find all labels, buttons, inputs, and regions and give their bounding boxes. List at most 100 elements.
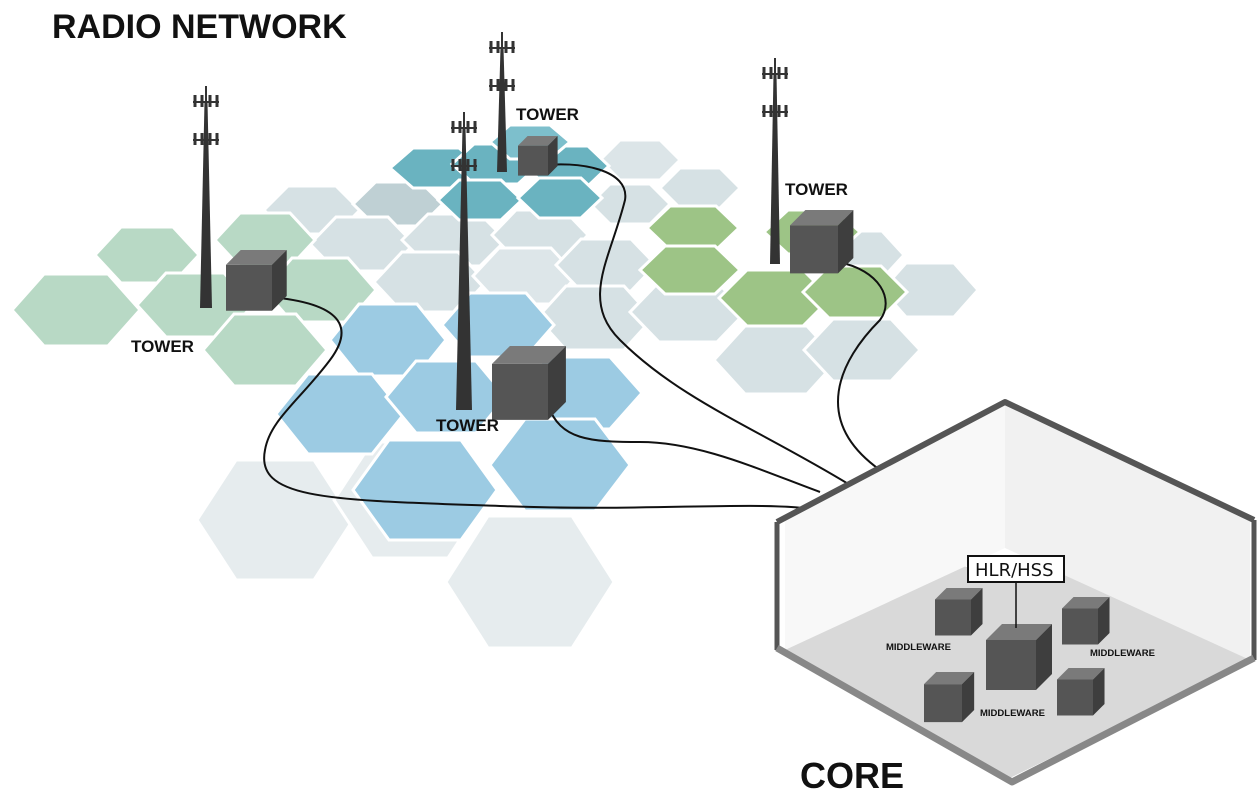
tower-label-center: TOWER — [436, 416, 499, 435]
hex-cell-28 — [637, 244, 743, 296]
tower-mast — [200, 102, 212, 308]
middleware-server-right-side — [1098, 597, 1110, 645]
hex-cell-19 — [879, 261, 981, 319]
cable-left — [255, 295, 821, 511]
equipment-box-center-side — [548, 346, 566, 420]
tower-center — [451, 112, 566, 420]
hlr-hss-server-side — [1036, 624, 1052, 690]
equipment-box-center-front — [492, 363, 548, 420]
middleware-server-bottom-left-top — [924, 672, 975, 685]
antenna-panel — [496, 79, 500, 91]
hex-cell-33 — [9, 272, 143, 348]
middleware-label-right: MIDDLEWARE — [1090, 648, 1155, 659]
towers — [193, 32, 854, 420]
antenna-panel — [777, 67, 781, 79]
hex-cell-3 — [444, 514, 616, 650]
antenna-panel — [504, 41, 508, 53]
tower-label-top-middle: TOWER — [516, 105, 579, 124]
antenna-panel — [451, 159, 455, 171]
antenna-panel — [200, 133, 204, 145]
antenna-panel — [784, 105, 788, 117]
antenna-panel — [208, 133, 212, 145]
middleware-server-right-front — [1062, 608, 1098, 645]
middleware-label-bottom: MIDDLEWARE — [980, 708, 1045, 719]
middleware-server-bottom-right-side — [1093, 668, 1105, 716]
hlr-hss-label: HLR/HSS — [975, 560, 1054, 581]
antenna-panel — [458, 121, 462, 133]
antenna-panel — [200, 95, 204, 107]
antenna-panel — [769, 67, 773, 79]
antenna-panel — [769, 105, 773, 117]
antenna-panel — [193, 95, 197, 107]
antenna-panel — [451, 121, 455, 133]
antenna-panel — [496, 41, 500, 53]
antenna-panel — [458, 159, 462, 171]
tower-top-middle — [489, 32, 558, 176]
hex-cell-15 — [587, 182, 673, 226]
middleware-server-bottom-left-side — [962, 672, 975, 723]
hex-cell-1 — [195, 458, 355, 582]
cable-right — [837, 261, 887, 471]
hex-cell-13 — [597, 138, 683, 182]
hex-cell-14 — [657, 166, 743, 210]
hex-cell-26 — [515, 176, 605, 220]
equipment-box-left-side — [272, 250, 287, 311]
antenna-panel — [511, 41, 515, 53]
antenna-panel — [208, 95, 212, 107]
antenna-panel — [473, 121, 477, 133]
equipment-box-right-top — [790, 210, 854, 226]
hex-cells — [9, 123, 981, 650]
antenna-panel — [215, 95, 219, 107]
hex-cell-37 — [201, 312, 329, 388]
hex-cell-43 — [351, 438, 499, 542]
equipment-box-top-middle-front — [518, 145, 548, 176]
antenna-panel — [777, 105, 781, 117]
tower-mast — [770, 74, 780, 264]
hex-cell-32 — [92, 225, 202, 285]
equipment-box-top-middle-top — [518, 136, 558, 146]
core-back-right-wall — [1005, 404, 1250, 660]
equipment-box-right-front — [790, 225, 838, 274]
tower-label-left: TOWER — [131, 337, 194, 356]
middleware-server-bottom-right-front — [1057, 679, 1093, 716]
core-back-left-wall — [785, 404, 1005, 650]
antenna-panel — [215, 133, 219, 145]
core-base-edge — [775, 644, 1256, 786]
equipment-box-center-top — [492, 346, 566, 364]
middleware-server-bottom-right-top — [1057, 668, 1105, 680]
hex-cell-44 — [488, 417, 632, 513]
hlr-hss-server-top — [986, 624, 1052, 640]
antenna-panel — [762, 105, 766, 117]
core-label: CORE — [800, 755, 904, 793]
antenna-panel — [762, 67, 766, 79]
cable-center — [547, 404, 821, 493]
equipment-box-left-top — [226, 250, 287, 265]
antenna-panel — [193, 133, 197, 145]
antenna-panel — [489, 79, 493, 91]
cables — [255, 163, 887, 511]
hlr-hss-server-front — [986, 640, 1036, 690]
equipment-box-top-middle-side — [548, 136, 558, 176]
antenna-panel — [511, 79, 515, 91]
antenna-panel — [504, 79, 508, 91]
middleware-server-left-front — [935, 599, 971, 636]
tower-right — [762, 58, 854, 274]
antenna-panel — [466, 159, 470, 171]
core-top-edge — [775, 399, 1256, 525]
tower-left — [193, 86, 287, 311]
tower-label-right: TOWER — [785, 180, 848, 199]
middleware-server-left-top — [935, 588, 983, 600]
middleware-server-left-side — [971, 588, 983, 636]
middleware-server-right-top — [1062, 597, 1110, 609]
antenna-panel — [473, 159, 477, 171]
equipment-box-right-side — [838, 210, 854, 274]
cable-top — [536, 163, 851, 486]
antenna-panel — [784, 67, 788, 79]
equipment-box-left-front — [226, 264, 272, 311]
hex-cell-25 — [435, 178, 525, 222]
middleware-server-bottom-left-front — [924, 684, 962, 723]
tower-mast — [456, 128, 472, 410]
antenna-panel — [466, 121, 470, 133]
core-items — [924, 588, 1110, 723]
